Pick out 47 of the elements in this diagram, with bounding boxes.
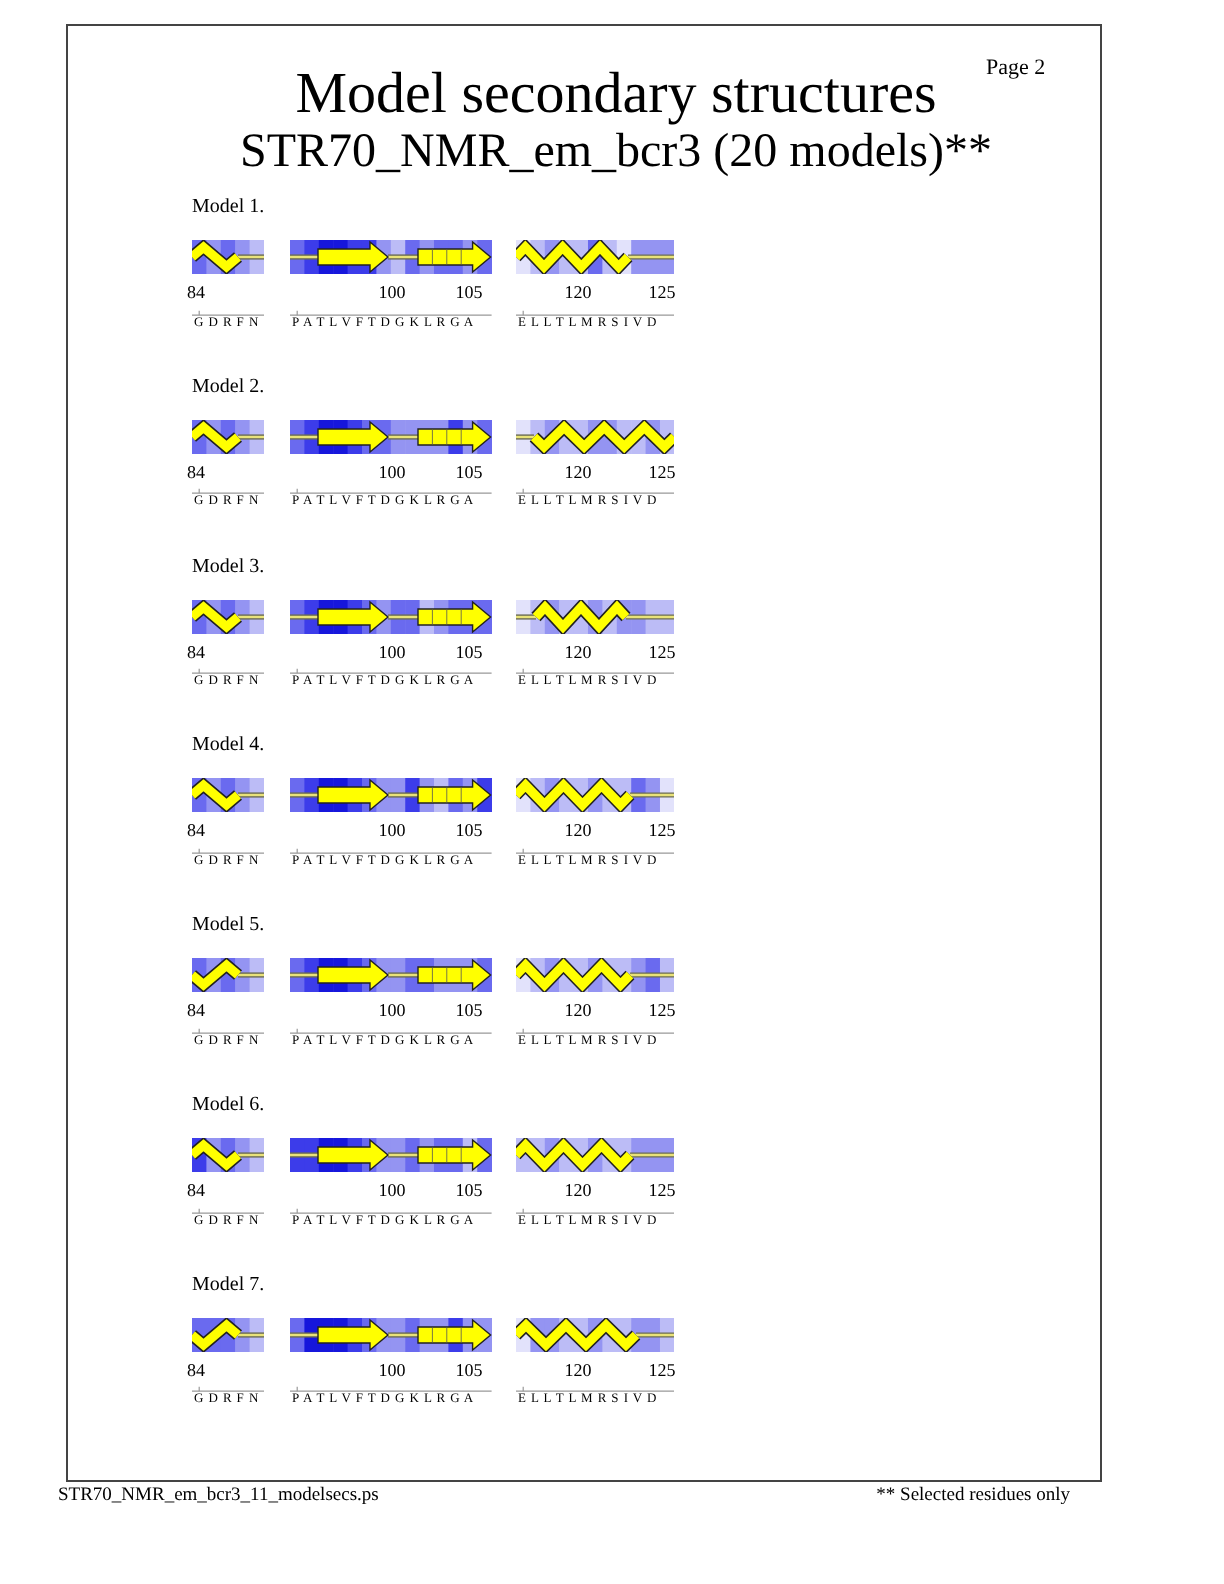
residue-number: 125 xyxy=(648,284,676,302)
residue-number: 125 xyxy=(648,643,676,662)
residue-number: 120 xyxy=(564,1361,592,1380)
residue-number: 100 xyxy=(378,284,406,302)
model-label: Model 2. xyxy=(192,377,265,398)
residue-number: 125 xyxy=(648,463,676,482)
model-label: Model 5. xyxy=(192,916,265,937)
residue-number: 100 xyxy=(378,643,406,662)
page-number: Page 2 xyxy=(986,58,1046,80)
residue-number: 100 xyxy=(378,1182,406,1200)
residue-number: 100 xyxy=(378,1002,406,1021)
residue-number: 125 xyxy=(648,822,676,841)
model-label: Model 4. xyxy=(192,736,265,757)
residue-number: 100 xyxy=(378,822,406,841)
residue-number: 125 xyxy=(648,1002,676,1021)
residue-number: 120 xyxy=(564,1182,592,1200)
residue-number: 84 xyxy=(187,1182,205,1200)
model-label: Model 3. xyxy=(192,557,265,578)
residue-number: 120 xyxy=(564,463,592,482)
residue-number: 120 xyxy=(564,822,592,841)
residue-number: 100 xyxy=(378,1361,406,1380)
residue-number: 84 xyxy=(187,643,205,662)
model-label: Model 7. xyxy=(192,1275,265,1296)
residue-number: 120 xyxy=(564,284,592,302)
residue-number: 84 xyxy=(187,463,205,482)
residue-number: 120 xyxy=(564,1002,592,1021)
residue-number: 84 xyxy=(187,284,205,302)
residue-number: 125 xyxy=(648,1361,676,1380)
residue-number: 105 xyxy=(455,1361,483,1380)
residue-number: 105 xyxy=(455,1182,483,1200)
residue-number: 84 xyxy=(187,822,205,841)
residue-number: 125 xyxy=(648,1182,676,1200)
residue-number: 105 xyxy=(455,463,483,482)
subtitle: STR70_NMR_em_bcr3 (20 models)** xyxy=(240,128,992,176)
file-name: STR70_NMR_em_bcr3_11_modelsecs.ps xyxy=(58,1488,379,1507)
residue-number: 84 xyxy=(187,1002,205,1021)
residue-number: 105 xyxy=(455,822,483,841)
model-label: Model 6. xyxy=(192,1096,265,1116)
footnote: ** Selected residues only xyxy=(876,1488,1070,1507)
residue-number: 100 xyxy=(378,463,406,482)
model-label: Model 1. xyxy=(192,198,265,218)
residue-number: 105 xyxy=(455,643,483,662)
title: Model secondary structures xyxy=(295,66,937,124)
residue-number: 120 xyxy=(564,643,592,662)
residue-number: 105 xyxy=(455,284,483,302)
residue-number: 84 xyxy=(187,1361,205,1380)
residue-number: 105 xyxy=(455,1002,483,1021)
